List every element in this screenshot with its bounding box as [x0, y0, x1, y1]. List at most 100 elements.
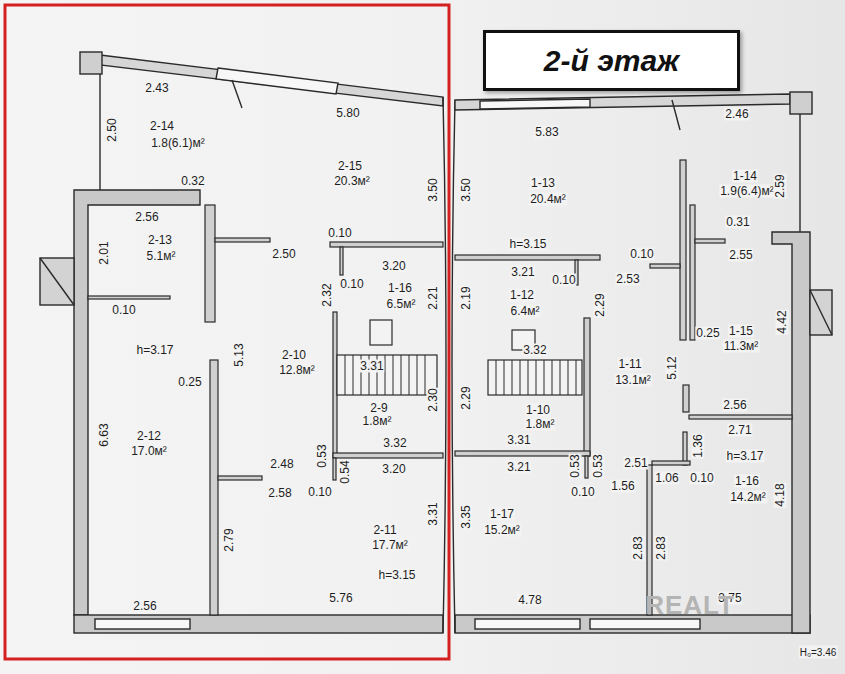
room-area: 20.3м² — [333, 175, 371, 188]
room-area: 14.2м² — [729, 491, 767, 504]
dimension-label: h=3.17 — [725, 450, 764, 463]
room-number: 2-11 — [372, 524, 397, 537]
room-number: 1-13 — [530, 177, 556, 190]
dimension-label: 2.83 — [655, 535, 668, 560]
room-area: 12.8м² — [278, 364, 316, 377]
room-area: 1.8м² — [362, 415, 393, 428]
room-number: 1-11 — [617, 358, 642, 371]
room-number: 1-14 — [732, 170, 758, 183]
room-area: 20.4м² — [529, 193, 567, 206]
room-area: 6.4м² — [510, 305, 541, 318]
dimension-label: 4.78 — [517, 594, 542, 607]
dimension-label: 0.32 — [180, 175, 205, 188]
dimension-label: 3.31 — [506, 434, 531, 447]
room-number: 1-12 — [509, 289, 535, 302]
room-number: 2-9 — [369, 402, 388, 415]
room-number: 2-12 — [136, 430, 162, 443]
dimension-label: 5.12 — [666, 355, 679, 380]
dimension-label: 2.71 — [727, 424, 752, 437]
dimension-label: 2.83 — [632, 535, 645, 560]
dimension-label: h=3.15 — [377, 569, 416, 582]
dimension-label: 4.18 — [774, 482, 787, 507]
room-number: 2-13 — [147, 234, 173, 247]
dimension-label: 5.80 — [335, 107, 360, 120]
dimension-label: 2.29 — [460, 385, 473, 410]
dimension-label: 2.51 — [623, 457, 648, 470]
dimension-label: 1.56 — [610, 480, 635, 493]
dimension-label: 2.59 — [774, 173, 787, 198]
dimension-label: 0.25 — [177, 376, 202, 389]
dimension-label: 2.50 — [106, 117, 119, 142]
dimension-label: 2.79 — [223, 527, 236, 552]
dimension-label: 2.46 — [724, 108, 749, 121]
room-number: 1-16 — [387, 282, 413, 295]
room-area: 17.7м² — [371, 539, 409, 552]
room-number: 2-10 — [281, 349, 307, 362]
room-area: 1.9(6.4)м² — [719, 185, 775, 198]
dimension-label: 0.10 — [551, 274, 576, 287]
dimension-label: 0.54 — [339, 459, 352, 484]
room-area: 1.8м² — [525, 418, 556, 431]
dimension-label: h=3.17 — [135, 344, 174, 357]
dimension-label: 2.29 — [594, 292, 607, 317]
dimension-label: H₀=3.46 — [799, 646, 838, 659]
room-number: 1-17 — [489, 508, 515, 521]
dimension-label: 3.50 — [460, 177, 473, 202]
room-number: 2-14 — [149, 120, 175, 133]
dimension-label: 3.32 — [382, 437, 407, 450]
watermark: REALT — [644, 591, 736, 619]
room-area: 5.1м² — [146, 250, 177, 263]
dimension-label: 3.20 — [381, 463, 406, 476]
room-number: 1-16 — [734, 475, 760, 488]
dimension-label: 2.43 — [144, 82, 169, 95]
dimension-label: 0.10 — [570, 486, 595, 499]
dimension-label: 2.50 — [271, 248, 296, 261]
dimension-label: 1.06 — [654, 472, 679, 485]
dimension-label: 2.55 — [728, 249, 753, 262]
dimension-label: 2.32 — [321, 282, 334, 307]
dimension-label: 0.10 — [689, 472, 714, 485]
dimension-label: 5.83 — [534, 126, 559, 139]
room-number: 1-15 — [728, 325, 754, 338]
dimension-label: 2.56 — [132, 600, 157, 613]
dimension-label: 3.50 — [427, 177, 440, 202]
dimension-label: 3.31 — [359, 360, 384, 373]
dimension-label: 3.20 — [381, 260, 406, 273]
dimension-label: 2.19 — [460, 285, 473, 310]
room-area: 1.8(6.1)м² — [150, 137, 206, 150]
dimension-label: 1.36 — [692, 433, 705, 458]
dimension-label: 3.35 — [460, 504, 473, 529]
room-area: 17.0м² — [130, 445, 168, 458]
dimension-label: 2.48 — [269, 458, 294, 471]
dimension-label: 0.31 — [725, 216, 750, 229]
floor-title: 2-й этаж — [544, 44, 679, 78]
dimension-label: 3.21 — [510, 266, 535, 279]
dimension-label: 0.10 — [307, 486, 332, 499]
dimension-label: 0.53 — [592, 453, 605, 478]
dimension-label: 5.76 — [328, 592, 353, 605]
room-number: 2-15 — [337, 160, 363, 173]
dimension-label: 0.53 — [569, 453, 582, 478]
dimension-label: 0.10 — [327, 227, 352, 240]
title-box: 2-й этаж — [483, 30, 740, 91]
room-area: 15.2м² — [483, 524, 521, 537]
dimension-label: 2.58 — [267, 487, 292, 500]
room-area: 13.1м² — [614, 374, 652, 387]
dimension-label: 0.53 — [316, 443, 329, 468]
dimension-label: 2.01 — [98, 240, 111, 265]
room-area: 11.3м² — [723, 340, 760, 353]
dimension-label: 2.56 — [722, 399, 747, 412]
dimension-label: 3.32 — [522, 344, 547, 357]
dimension-label: 4.42 — [776, 309, 789, 334]
dimension-label: 6.63 — [98, 422, 111, 447]
dimension-label: 3.31 — [427, 501, 440, 526]
dimension-label: 0.10 — [339, 278, 364, 291]
dimension-label: h=3.15 — [508, 238, 547, 251]
dimension-label: 2.30 — [427, 387, 440, 412]
dimension-label: 0.25 — [695, 327, 720, 340]
dimension-label: 2.53 — [615, 273, 640, 286]
dimension-label: 0.10 — [629, 248, 654, 261]
dimension-label: 3.21 — [506, 461, 531, 474]
